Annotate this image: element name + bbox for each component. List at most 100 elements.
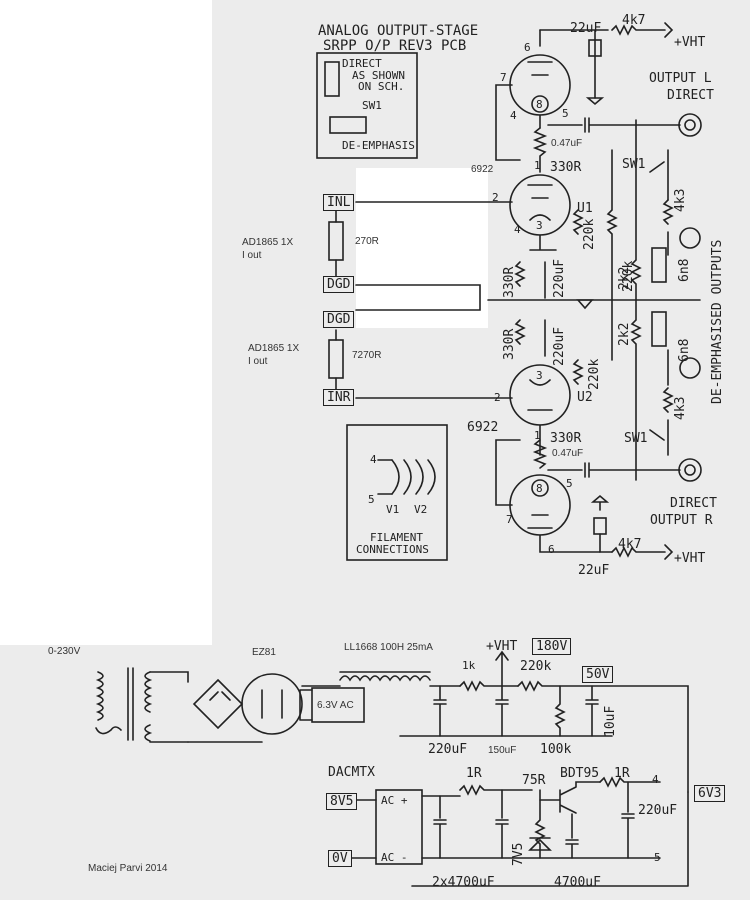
filament-box (346, 424, 448, 561)
tube-u2-pin-1: 1 (534, 429, 541, 442)
sw1-bottom-label: SW1 (624, 431, 648, 446)
direct-top-label: DIRECT (667, 88, 714, 103)
dacmtx-title: DACMTX (328, 765, 375, 780)
tube-bottom-pin-5: 5 (566, 477, 573, 490)
dac-1r-second-label: 1R (614, 766, 630, 781)
heater-label: 6.3V AC (317, 700, 354, 711)
tube-top-pin-6: 6 (524, 41, 531, 54)
dac-ac-minus-label: AC - (381, 851, 408, 864)
dac-220uf-label: 220uF (638, 803, 678, 818)
dac-75r-label: 75R (522, 773, 546, 788)
blank-region-centre (356, 168, 488, 328)
output-l-label: OUTPUT L (649, 71, 712, 86)
res-220k-2-label: 220k (587, 358, 602, 390)
vht-top-label: +VHT (674, 35, 706, 50)
res-330r-mid-bot-label: 330R (502, 328, 517, 360)
dac-4700uf-label: 4700uF (554, 875, 601, 890)
res-330r-top-label: 330R (550, 160, 582, 175)
switch-on-sch-label: ON SCH. (358, 80, 405, 93)
bridge-rectifier (192, 678, 244, 730)
input-resistor-top (328, 221, 344, 261)
credit-label: Maciej Parvi 2014 (88, 863, 168, 874)
tube-u1-pin-2: 2 (492, 191, 499, 204)
res-4k7-bottom-label: 4k7 (618, 537, 642, 552)
dac-note-top-line-1: AD1865 1X (242, 237, 294, 248)
tube-u2-pin-2: 2 (494, 391, 501, 404)
dac-note-bottom-line-1: AD1865 1X (248, 343, 300, 354)
res-2k2-top-label: 2k2 (617, 266, 632, 290)
psu-10uf-label: 10uF (603, 705, 618, 737)
res-330r-mid-top-label: 330R (502, 266, 517, 298)
psu-220uf-label: 220uF (428, 742, 468, 757)
psu-1k-label: 1k (462, 659, 476, 672)
input-inl: INL (323, 194, 355, 211)
psu-50v-label: 50V (582, 666, 614, 683)
filament-title-line-2: CONNECTIONS (356, 543, 429, 556)
dacmtx-module (375, 789, 423, 865)
dac-pin-4: 4 (652, 773, 659, 786)
dac-6v3-output: 6V3 (694, 785, 726, 802)
psu-220k-label: 220k (520, 659, 552, 674)
cap-0.47uf-bottom-label: 0.47uF (552, 448, 584, 459)
input-dgd-top: DGD (323, 276, 355, 293)
filament-v2: V2 (414, 503, 428, 516)
dac-note-top-line-2: I out (242, 250, 262, 261)
tube-bottom-pin-8: 8 (536, 482, 543, 495)
psu-180v-label: 180V (532, 638, 572, 655)
switch-box-bottom-pad (329, 116, 367, 134)
input-inr: INR (323, 389, 355, 406)
output-r-jack (678, 458, 702, 482)
mains-label: 0-230V (48, 646, 81, 657)
filament-v1: V1 (386, 503, 400, 516)
tube-u2-label: U2 (577, 390, 593, 405)
psu-vht-label: +VHT (486, 639, 518, 654)
tube-type-top: 6922 (471, 164, 494, 175)
dac-8v5-input: 8V5 (326, 793, 358, 810)
filament-pin-5: 5 (368, 493, 375, 506)
dac-7v5-label: 7V5 (511, 842, 526, 866)
cap-22uf-bottom-label: 22uF (578, 563, 610, 578)
dac-2x4700uf-label: 2x4700uF (432, 875, 495, 890)
psu-150uf-label: 150uF (488, 745, 517, 756)
vht-bottom-label: +VHT (674, 551, 706, 566)
tube-u1-pin-3: 3 (536, 219, 543, 232)
direct-bottom-label: DIRECT (670, 496, 717, 511)
psu-100k-label: 100k (540, 742, 572, 757)
cap-0.47uf-top-label: 0.47uF (551, 138, 583, 149)
res-220k-1-label: 220k (582, 218, 597, 250)
deemphasised-outputs-label: DE-EMPHASISED OUTPUTS (710, 239, 725, 404)
tube-u1-label: U1 (577, 201, 593, 216)
rectifier-label: EZ81 (252, 647, 276, 658)
ez81-tube (241, 673, 303, 735)
switch-as-shown-label: AS SHOWN (352, 69, 405, 82)
tube-bottom-pin-6: 6 (548, 543, 555, 556)
res-4k3-top-label: 4k3 (673, 188, 688, 212)
switch-direct-label: DIRECT (342, 57, 382, 70)
tube-top-pin-8: 8 (536, 98, 543, 111)
input-resistor-bottom (328, 339, 344, 379)
switch-box (316, 52, 418, 159)
filament-title-line-1: FILAMENT (370, 531, 423, 544)
tube-top-pin-5: 5 (562, 107, 569, 120)
tube-type-bottom: 6922 (467, 420, 499, 435)
tube-bottom-pin-7: 7 (506, 513, 513, 526)
dac-bdt95-label: BDT95 (560, 766, 600, 781)
res-4k7-top-label: 4k7 (622, 13, 646, 28)
switch-deemph-label: DE-EMPHASIS (342, 139, 415, 152)
switch-box-top-pad (324, 61, 340, 97)
res-4k3-bottom-label: 4k3 (673, 396, 688, 420)
input-dgd-bottom: DGD (323, 311, 355, 328)
choke-label: LL1668 100H 25mA (344, 642, 433, 653)
filament-pin-4: 4 (370, 453, 377, 466)
schematic-title-line-1: ANALOG OUTPUT-STAGE (318, 23, 479, 39)
res-2k2-bottom-label: 2k2 (617, 322, 632, 346)
cap-6n8-bottom-label: 6n8 (677, 338, 692, 362)
dac-1r-label: 1R (466, 766, 482, 781)
tube-top-pin-4: 4 (510, 109, 517, 122)
tube-u1-pin-4: 4 (514, 223, 521, 236)
cap-22uf-top-label: 22uF (570, 21, 602, 36)
input-resistor-top-label: 270R (355, 236, 379, 247)
input-resistor-bottom-label: 7270R (352, 350, 382, 361)
sw1-top-label: SW1 (622, 157, 646, 172)
